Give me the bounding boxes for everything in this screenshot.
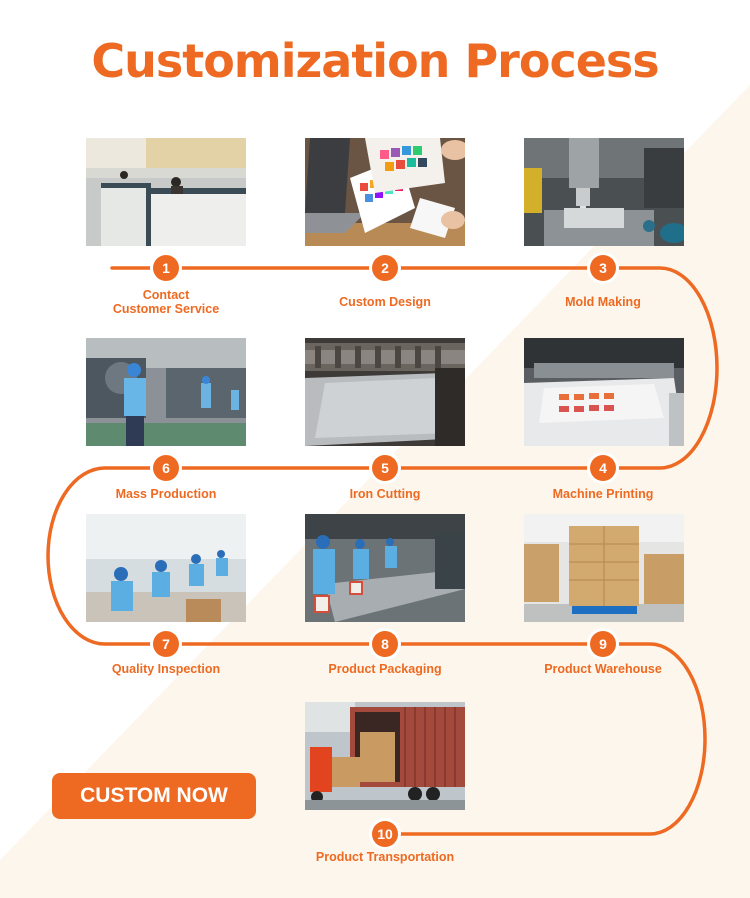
step-label-line: Customer Service: [112, 302, 220, 316]
step-number-badge: 3: [590, 255, 616, 281]
custom-now-button[interactable]: CUSTOM NOW: [52, 773, 256, 819]
step-label-contact-customer-service: Contact Customer Service: [66, 288, 266, 316]
production-line-workers-photo: [86, 338, 246, 446]
step-label-line: Contact: [142, 288, 190, 302]
step-label-mold-making: Mold Making: [565, 295, 641, 309]
tinplate-cutting-machine-photo: [305, 338, 465, 446]
design-laptop-color-swatches-photo: [305, 138, 465, 246]
step-number-badge: 2: [372, 255, 398, 281]
step-number-badge: 4: [590, 455, 616, 481]
step-label-custom-design: Custom Design: [339, 295, 431, 309]
step-label-product-packaging: Product Packaging: [328, 662, 442, 676]
container-truck-loading-photo: [305, 702, 465, 810]
office-cubicles-photo: [86, 138, 246, 246]
cnc-milling-machine-photo: [524, 138, 684, 246]
step-label-quality-inspection: Quality Inspection: [111, 662, 221, 676]
page-title: Customization Process: [91, 34, 659, 88]
printing-machine-photo: [524, 338, 684, 446]
warehouse-cartons-photo: [524, 514, 684, 622]
step-number-badge: 5: [372, 455, 398, 481]
step-label-iron-cutting: Iron Cutting: [349, 487, 421, 501]
step-number-badge: 8: [372, 631, 398, 657]
step-label-mass-production: Mass Production: [115, 487, 217, 501]
step-number-badge: 6: [153, 455, 179, 481]
step-label-product-warehouse: Product Warehouse: [544, 662, 662, 676]
step-number-badge: 10: [372, 821, 398, 847]
step-label-product-transportation: Product Transportation: [315, 850, 455, 864]
packaging-conveyor-photo: [305, 514, 465, 622]
step-number-badge: 9: [590, 631, 616, 657]
step-number-badge: 1: [153, 255, 179, 281]
inspection-workers-photo: [86, 514, 246, 622]
step-number-badge: 7: [153, 631, 179, 657]
step-label-machine-printing: Machine Printing: [552, 487, 654, 501]
